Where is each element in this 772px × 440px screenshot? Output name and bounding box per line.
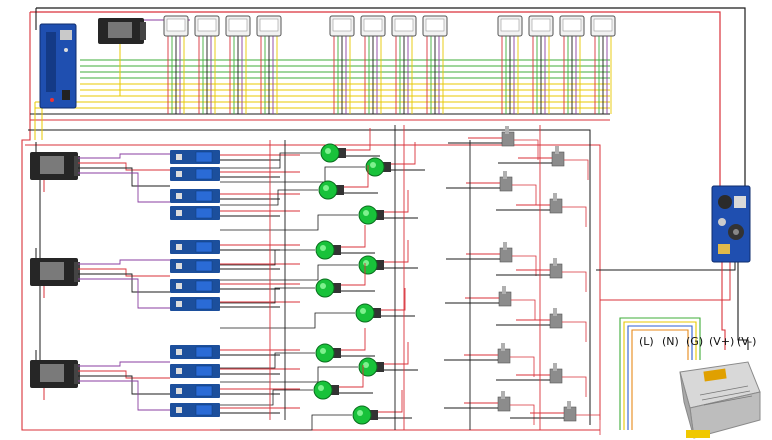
limit-switch	[496, 193, 587, 227]
esp32-board	[30, 248, 170, 309]
psu-label-vminus: (V-)	[737, 335, 756, 348]
limit-switch	[496, 308, 587, 342]
limit-switch	[498, 146, 589, 180]
rfid-reader	[559, 15, 585, 37]
rfid-reader	[329, 15, 355, 37]
arduino-mega-board	[39, 23, 77, 109]
rfid-reader	[360, 15, 386, 37]
psu-label-vplus: (V+)	[709, 335, 734, 348]
top-black-rail	[36, 7, 746, 260]
green-push-button	[220, 190, 418, 231]
green-push-button	[220, 365, 373, 406]
green-push-button	[220, 165, 378, 206]
push-buttons	[220, 128, 425, 431]
buck-in-black	[737, 262, 749, 350]
green-push-button	[220, 288, 415, 329]
power-supply-unit	[679, 361, 761, 439]
rfid-reader	[590, 15, 616, 37]
relay-module	[170, 240, 300, 254]
buck-out-red	[600, 262, 731, 301]
esp32-left-boards	[30, 142, 170, 411]
buck-converter-module	[711, 185, 751, 263]
relay-module	[170, 297, 300, 311]
relay-module	[170, 384, 300, 398]
green-push-button	[220, 240, 418, 281]
rfid-readers	[163, 15, 616, 37]
green-push-button	[220, 342, 418, 383]
green-push-button	[220, 263, 375, 304]
sensor-drops	[167, 36, 612, 114]
relay-module	[170, 403, 300, 417]
relay-module	[170, 206, 300, 220]
relay-module	[170, 259, 300, 273]
rfid-reader	[256, 15, 282, 37]
limit-switch	[446, 171, 537, 205]
left-red-rail	[21, 12, 600, 431]
green-push-button	[220, 128, 380, 169]
relay-module	[170, 150, 300, 164]
psu-label-l: (L)	[639, 335, 654, 348]
rfid-reader	[225, 15, 251, 37]
limit-switch	[444, 391, 535, 425]
relay-module	[170, 345, 300, 359]
limit-switches	[444, 126, 601, 435]
limit-switch	[496, 258, 587, 292]
relay-module	[170, 364, 300, 378]
green-push-button	[220, 142, 425, 183]
limit-switch	[446, 242, 537, 276]
buck-in-red	[721, 262, 726, 350]
relay-module	[170, 189, 300, 203]
rfid-reader	[528, 15, 554, 37]
rfid-reader	[391, 15, 417, 37]
limit-switch	[445, 286, 536, 320]
buck-out-black	[596, 262, 736, 271]
rfid-reader	[497, 15, 523, 37]
limit-switch	[510, 401, 601, 435]
green-push-button	[220, 328, 375, 369]
limit-switch	[448, 126, 539, 160]
limit-switch	[496, 363, 587, 397]
mid-black-rail	[28, 129, 591, 425]
mid-red-rail	[25, 144, 601, 420]
psu-label-g: (G)	[686, 335, 703, 348]
green-push-button	[220, 390, 412, 431]
relay-module	[170, 279, 300, 293]
rfid-reader	[163, 15, 189, 37]
psu-label-n: (N)	[662, 335, 679, 348]
top-red-rail	[30, 11, 721, 190]
esp32-board	[30, 350, 170, 411]
psu-terminal-labels: (L) (N) (G) (V+) (V-)	[639, 335, 756, 348]
esp32-top-board	[98, 18, 146, 44]
esp32-board	[30, 142, 170, 203]
green-push-button	[220, 225, 375, 266]
limit-switch	[444, 343, 535, 377]
rfid-reader	[194, 15, 220, 37]
psu-wires	[619, 317, 701, 430]
rfid-reader	[422, 15, 448, 37]
power-rails	[21, 7, 749, 431]
collector-wires	[269, 125, 541, 430]
relay-module	[170, 167, 300, 181]
